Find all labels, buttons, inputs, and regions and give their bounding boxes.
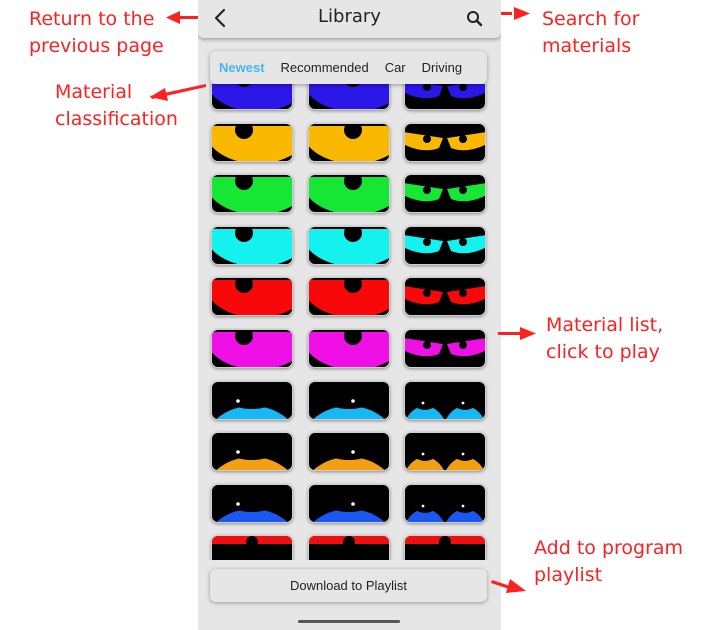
material-tile[interactable] [211,84,293,110]
download-to-playlist-button[interactable]: Download to Playlist [210,569,487,602]
annotation-classification-line1: Material [55,81,133,103]
arrow-from-playlist [491,579,526,593]
annotation-back-line1: Return to the [29,8,155,30]
material-tile[interactable] [404,380,486,420]
material-tile[interactable] [404,483,486,523]
eye-thumbnail [309,123,389,161]
material-tile[interactable] [308,277,390,317]
material-tile[interactable] [308,174,390,214]
eye-thumbnail [309,330,389,367]
eye-thumbnail [216,433,288,471]
eye-thumbnail [212,84,292,109]
arrow-to-search [490,7,530,20]
eye-thumbnail [212,123,292,161]
eye-thumbnail [216,381,288,419]
annotation-list-line2: click to play [546,341,660,363]
annotation-back-line2: previous page [29,35,164,57]
eye-thumbnail [313,433,385,471]
tab-recommended[interactable]: Recommended [280,60,369,75]
eye-thumbnail [309,84,389,109]
eye-thumbnail [212,278,292,316]
material-tile[interactable] [211,225,293,265]
material-tile[interactable] [308,380,390,420]
material-tile[interactable] [211,483,293,523]
annotation-list-line1: Material list, [546,314,664,336]
eye-thumbnail [406,484,484,522]
eye-thumbnail [212,226,292,264]
material-tile[interactable] [308,535,390,560]
material-tile[interactable] [404,432,486,472]
material-tile[interactable] [404,535,486,560]
eye-thumbnail [212,330,292,367]
eye-thumbnail [309,278,389,316]
annotation-playlist: Add to program playlist [534,535,683,589]
eye-thumbnail [313,484,385,522]
category-tabs: Newest Recommended Car Driving [210,51,487,84]
material-tile[interactable] [404,329,486,368]
annotation-classification-line2: classification [55,108,178,130]
back-button[interactable] [210,7,232,29]
annotation-search-line2: materials [542,35,632,57]
material-tile[interactable] [211,277,293,317]
eye-thumbnail [212,175,292,213]
annotation-playlist-line1: Add to program [534,537,684,559]
search-button[interactable] [465,9,485,29]
annotation-classification: Material classification [55,79,178,133]
annotation-list: Material list, click to play [546,312,663,366]
eye-thumbnail [405,84,485,99]
material-tile[interactable] [404,225,486,265]
material-tile[interactable] [308,122,390,162]
eye-thumbnail [405,338,485,357]
material-tile[interactable] [404,122,486,162]
phone-screen: Library Newest Recommended Car Driving D… [198,0,501,630]
search-icon [467,11,483,27]
material-tile[interactable] [211,380,293,420]
material-tile[interactable] [211,329,293,368]
arrow-from-list [498,327,536,340]
arrow-to-tabs [150,84,206,101]
tab-car[interactable]: Car [384,60,406,75]
page-title: Library [318,6,381,27]
annotation-search: Search for materials [542,6,639,60]
material-tile[interactable] [308,84,390,110]
annotation-back: Return to the previous page [29,6,164,60]
eye-thumbnail [313,381,385,419]
chevron-left-icon [214,8,226,28]
eye-thumbnail [212,536,292,549]
eye-thumbnail [405,183,485,202]
home-indicator [298,620,400,623]
eye-thumbnail [216,484,288,522]
material-tile[interactable] [404,277,486,317]
material-tile[interactable] [308,432,390,472]
tab-driving[interactable]: Driving [421,60,463,75]
eye-thumbnail [309,175,389,213]
arrow-to-back [166,11,198,24]
eye-thumbnail [406,381,484,419]
material-tile[interactable] [211,535,293,560]
annotation-search-line1: Search for [542,8,640,30]
eye-thumbnail [405,131,485,150]
material-tile[interactable] [404,84,486,110]
material-tile[interactable] [308,329,390,368]
eye-thumbnail [309,226,389,264]
annotation-playlist-line2: playlist [534,564,603,586]
material-tile[interactable] [211,174,293,214]
tab-newest[interactable]: Newest [219,60,265,75]
material-tile[interactable] [308,225,390,265]
eye-thumbnail [405,235,485,254]
eye-thumbnail [309,536,389,549]
material-tile[interactable] [211,122,293,162]
material-tile[interactable] [211,432,293,472]
material-grid [198,84,501,560]
eye-thumbnail [406,433,484,471]
material-tile[interactable] [404,174,486,214]
material-tile[interactable] [308,483,390,523]
eye-thumbnail [405,536,485,549]
app-header: Library [198,0,501,38]
eye-thumbnail [405,286,485,305]
